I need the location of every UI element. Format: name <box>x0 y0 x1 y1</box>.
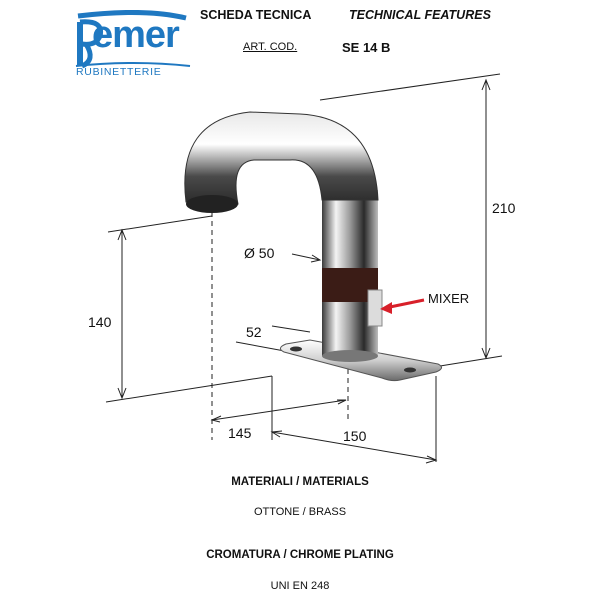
faucet-body <box>322 190 383 362</box>
art-code-value: SE 14 B <box>342 40 391 55</box>
mixer-label: MIXER <box>428 291 470 306</box>
materials-value: OTTONE / BRASS <box>253 506 347 518</box>
brand-logo <box>74 9 194 82</box>
brand-subtitle: RUBINETTERIE <box>76 66 162 78</box>
dimension-lines <box>105 73 503 464</box>
dim-plate-width: 52 <box>246 324 262 340</box>
title-english: TECHNICAL FEATURES <box>349 8 491 22</box>
dim-plate-length: 150 <box>343 428 367 444</box>
dim-total-height: 210 <box>492 200 516 216</box>
brand-name: emer <box>92 14 180 56</box>
dim-diameter: Ø 50 <box>244 245 275 261</box>
faucet-spout <box>184 111 379 213</box>
mixer-arrow <box>380 298 425 314</box>
dim-spout-height: 140 <box>88 314 112 330</box>
materials-title: MATERIALI / MATERIALS <box>231 476 369 488</box>
plating-value: UNI EN 248 <box>270 580 330 592</box>
dim-reach: 145 <box>228 425 252 441</box>
art-code-label: ART. COD. <box>243 41 298 53</box>
plating-title: CROMATURA / CHROME PLATING <box>206 549 394 561</box>
brand-logo-mark <box>75 9 191 69</box>
title-italian: SCHEDA TECNICA <box>200 8 312 22</box>
